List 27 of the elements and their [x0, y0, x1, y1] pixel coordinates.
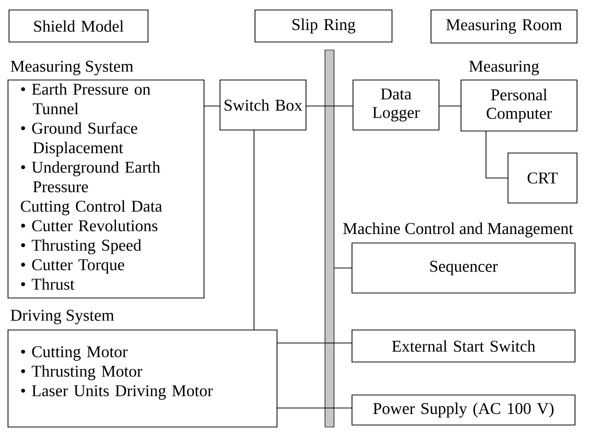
node-label: • Cutter Revolutions — [21, 220, 158, 232]
group-heading: Measuring — [469, 60, 539, 76]
list-box: • Cutting Motor • Thrusting Motor • Laser Units Driving Motor — [8, 330, 278, 428]
group-heading: Measuring System — [10, 60, 134, 76]
group-heading: Machine Control and Management — [343, 222, 574, 238]
connector-line — [276, 342, 352, 344]
slip-ring-bar — [324, 50, 334, 428]
component-box: Sequencer — [352, 242, 576, 294]
node-label: • Underground Earth Pressure — [21, 161, 160, 192]
node-label: • Ground Surface Displacement — [21, 122, 138, 157]
section-box: Shield Model — [8, 10, 148, 42]
component-box: Switch Box — [220, 80, 306, 130]
component-box: External Start Switch — [352, 330, 576, 362]
node-label: Cutting Control Data — [20, 200, 162, 216]
connector-line — [486, 130, 508, 178]
component-box: Personal Computer — [460, 80, 578, 132]
section-box: Measuring Room — [430, 10, 578, 44]
node-label: • Thrusting Speed — [21, 239, 142, 254]
component-box: Data Logger — [352, 80, 440, 130]
node-label: • Cutter Torque — [21, 259, 124, 274]
node-label: • Thrust — [21, 278, 74, 290]
component-box: Power Supply (AC 100 V) — [352, 394, 576, 426]
list-box: • Earth Pressure on Tunnel • Ground Surface Displacement • Underground Earth Pressure Cutting Control Data • Cutter Revolutions • Thrusting Speed • Cutter Torque • Thrust — [8, 80, 204, 298]
node-label: • Earth Pressure on Tunnel — [21, 83, 150, 114]
section-box: Slip Ring — [254, 10, 392, 42]
component-box: CRT — [508, 152, 578, 204]
group-heading: Driving System — [10, 310, 114, 324]
